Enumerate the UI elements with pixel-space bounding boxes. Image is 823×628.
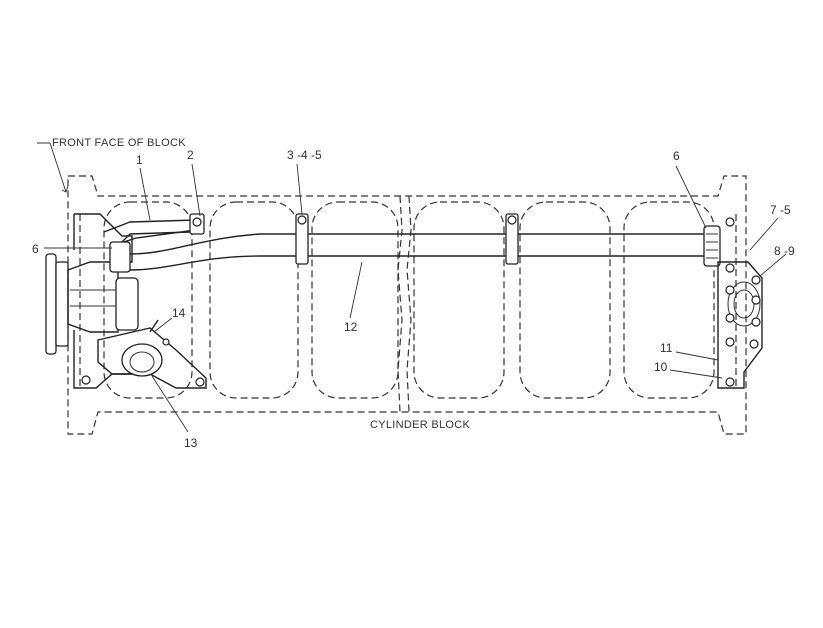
cylinder-bore-5 xyxy=(519,201,611,399)
callout-14: 14 xyxy=(172,306,186,320)
callout-13: 13 xyxy=(184,436,198,450)
main-oil-gallery-line xyxy=(129,213,708,271)
diagram-labels: FRONT FACE OF BLOCK CYLINDER BLOCK 1 2 3… xyxy=(32,137,795,450)
callout-2: 2 xyxy=(187,148,194,162)
cylinder-block-outline xyxy=(67,175,747,435)
leader-lines xyxy=(37,142,787,433)
cylinder-block-label: CYLINDER BLOCK xyxy=(370,419,471,431)
callout-3-4-5: 3 -4 -5 xyxy=(287,148,322,162)
cylinder-bore-2 xyxy=(209,201,299,399)
pump-outlet-flange xyxy=(121,343,163,377)
callout-7-5: 7 -5 xyxy=(770,203,791,217)
cylinder-bore-1 xyxy=(103,201,193,399)
callout-6-right: 6 xyxy=(673,149,680,163)
cylinder-bore-4 xyxy=(413,201,505,399)
oil-pump-housing xyxy=(81,319,207,389)
rear-elbow-fitting xyxy=(703,217,735,267)
front-face-label: FRONT FACE OF BLOCK xyxy=(52,137,186,149)
callout-11: 11 xyxy=(660,341,673,355)
callout-8-9: 8 -9 xyxy=(774,244,795,258)
callout-1: 1 xyxy=(136,153,143,167)
callout-12: 12 xyxy=(344,320,358,334)
callout-10: 10 xyxy=(654,360,668,374)
cylinder-bores xyxy=(103,201,715,399)
cylinder-bore-3 xyxy=(311,201,399,399)
rear-cover-plate xyxy=(717,261,763,389)
cylinder-bore-6 xyxy=(623,201,715,399)
clip-bracket-cyl-4-5 xyxy=(505,213,519,265)
callout-6-left: 6 xyxy=(32,242,39,256)
